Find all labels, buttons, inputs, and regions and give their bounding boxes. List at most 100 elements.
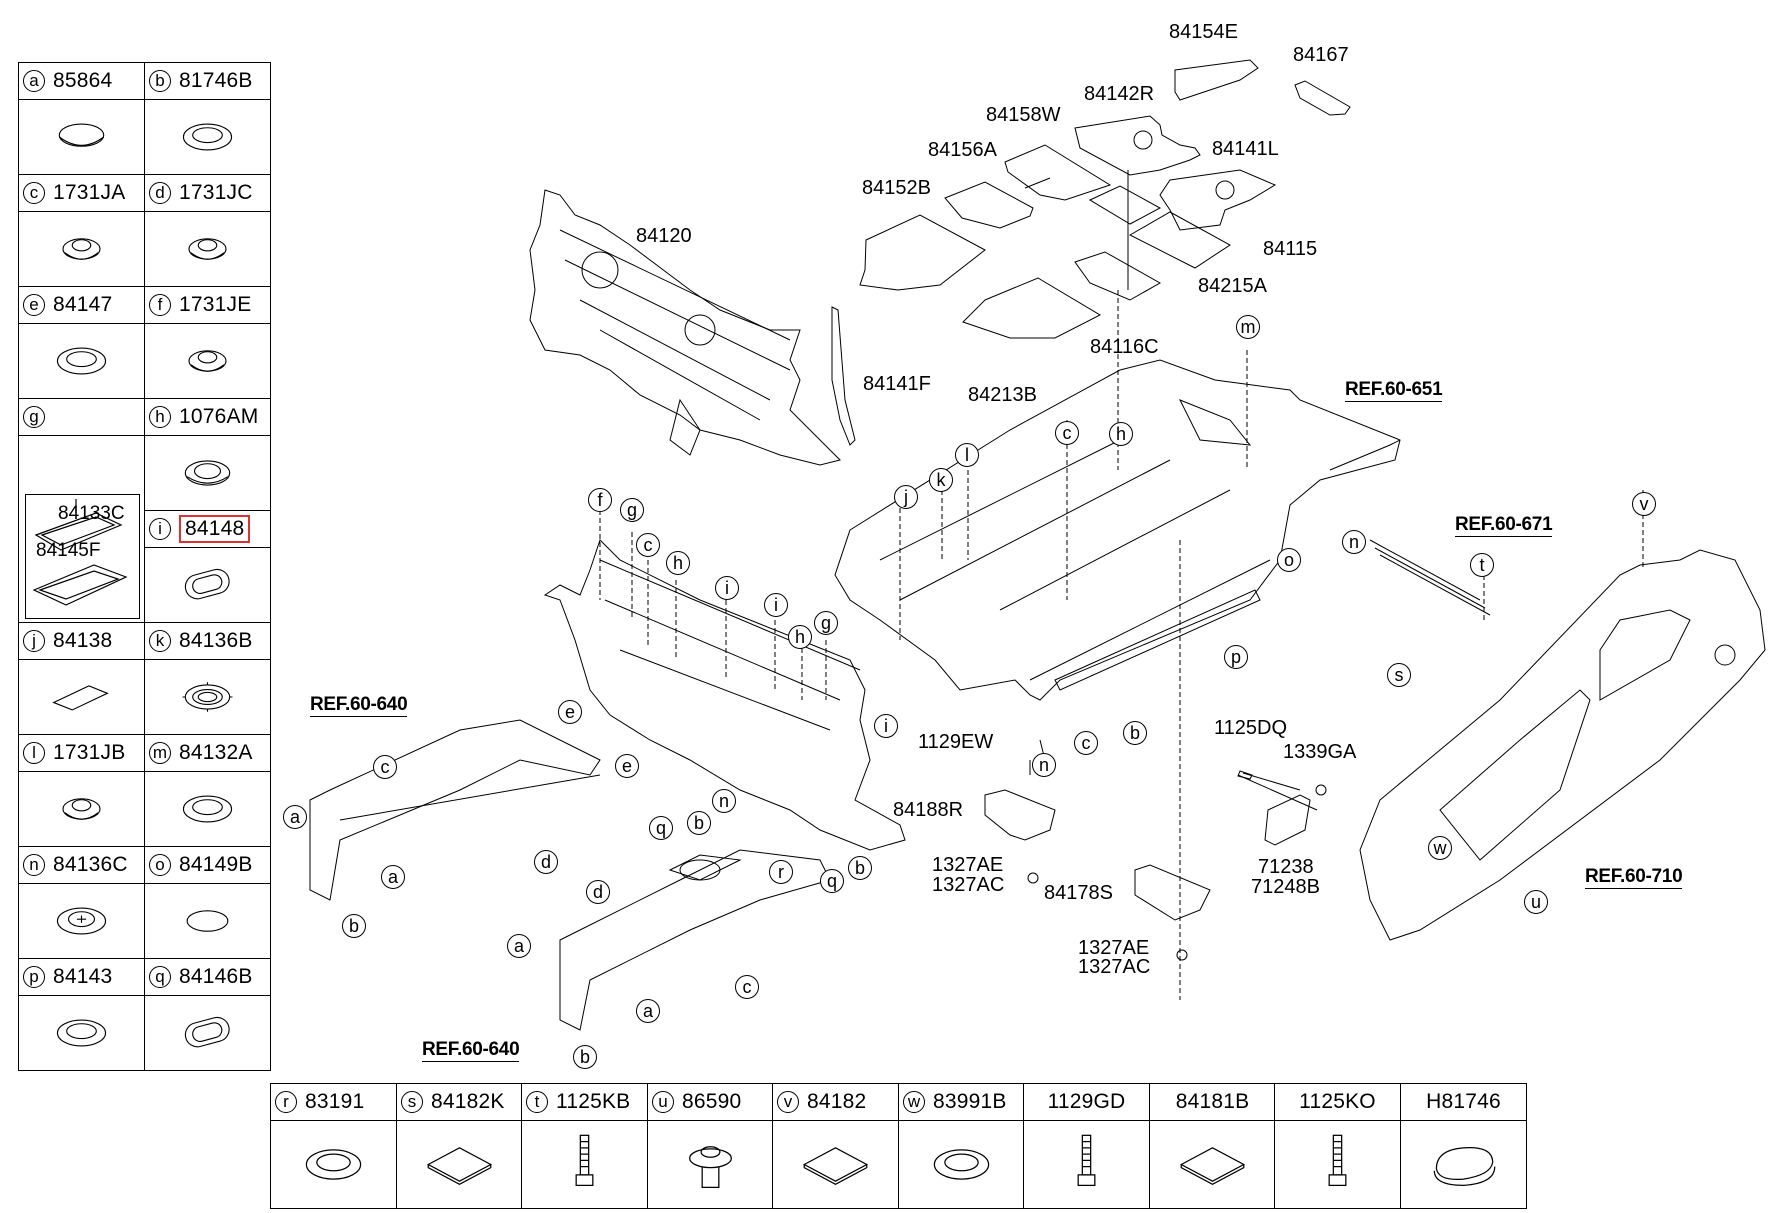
part-number[interactable]: 84182 [807, 1090, 867, 1113]
callout-h[interactable]: h [666, 551, 690, 575]
part-number[interactable]: 84182K [431, 1090, 505, 1113]
ref-60-640-lower[interactable]: REF.60-640 [422, 1039, 520, 1062]
callout-n[interactable]: n [712, 789, 736, 813]
callout-g[interactable]: g [620, 498, 644, 522]
part-number[interactable]: 85864 [53, 69, 113, 92]
callout-p[interactable]: p [1224, 645, 1248, 669]
callout-d[interactable]: d [586, 880, 610, 904]
part-label-84141L[interactable]: 84141L [1212, 138, 1279, 160]
part-label-84116C[interactable]: 84116C [1090, 336, 1159, 358]
part-number[interactable]: 84136C [53, 853, 128, 876]
callout-f[interactable]: f [588, 488, 612, 512]
part-label-84158W[interactable]: 84158W [986, 104, 1061, 126]
part-number[interactable]: 1125KO [1299, 1090, 1376, 1113]
callout-a[interactable]: a [636, 999, 660, 1023]
part-number[interactable]: 84147 [53, 293, 113, 316]
part-number[interactable]: 84149B [179, 853, 253, 876]
part-number[interactable]: 1125KB [556, 1090, 631, 1113]
callout-c[interactable]: c [373, 755, 397, 779]
callout-d[interactable]: d [534, 850, 558, 874]
callout-a[interactable]: a [507, 934, 531, 958]
ref-60-640-upper[interactable]: REF.60-640 [310, 694, 408, 717]
callout-q[interactable]: q [820, 869, 844, 893]
callout-l[interactable]: l [955, 443, 979, 467]
callout-a[interactable]: a [381, 865, 405, 889]
callout-i[interactable]: i [874, 714, 898, 738]
callout-g[interactable]: g [814, 611, 838, 635]
callout-b[interactable]: b [848, 856, 872, 880]
part-number[interactable]: 84181B [1175, 1090, 1250, 1113]
callout-u[interactable]: u [1524, 890, 1548, 914]
part-label-84141F[interactable]: 84141F [863, 373, 931, 395]
part-number[interactable]: 84136B [179, 629, 253, 652]
callout-r[interactable]: r [769, 860, 793, 884]
callout-n[interactable]: n [1342, 530, 1366, 554]
callout-j[interactable]: j [894, 485, 918, 509]
part-number[interactable]: 84146B [179, 965, 253, 988]
part-label-1327AE-a[interactable]: 1327AE [932, 854, 1004, 876]
legend-cell-g[interactable]: g [18, 398, 145, 623]
callout-i[interactable]: i [764, 593, 788, 617]
legend-cell-1125ko[interactable]: 1125KO [1274, 1083, 1401, 1209]
part-label-84120[interactable]: 84120 [636, 225, 692, 247]
callout-b[interactable]: b [573, 1045, 597, 1069]
callout-b[interactable]: b [687, 811, 711, 835]
callout-m[interactable]: m [1236, 315, 1260, 339]
part-label-84115[interactable]: 84115 [1263, 238, 1318, 260]
part-label-84145F[interactable]: 84145F [36, 540, 101, 561]
part-number[interactable]: 1731JA [53, 181, 126, 204]
callout-v[interactable]: v [1632, 492, 1656, 516]
part-label-1125DQ[interactable]: 1125DQ [1214, 717, 1288, 739]
part-number[interactable]: 81746B [179, 69, 253, 92]
part-number[interactable]: 84148 [179, 515, 251, 543]
part-number[interactable]: 1731JC [179, 181, 253, 204]
callout-c[interactable]: c [636, 533, 660, 557]
callout-a[interactable]: a [283, 805, 307, 829]
ref-60-651[interactable]: REF.60-651 [1345, 379, 1443, 402]
callout-c[interactable]: c [1074, 731, 1098, 755]
part-label-71238[interactable]: 71238 [1258, 856, 1314, 878]
part-number[interactable]: 1129GD [1047, 1090, 1126, 1113]
part-label-84156A[interactable]: 84156A [928, 139, 997, 161]
legend-cell-84181b[interactable]: 84181B [1149, 1083, 1276, 1209]
part-label-84142R[interactable]: 84142R [1084, 83, 1155, 105]
part-label-84213B[interactable]: 84213B [968, 384, 1037, 406]
part-label-84188R[interactable]: 84188R [893, 799, 964, 821]
callout-h[interactable]: h [788, 625, 812, 649]
callout-e[interactable]: e [558, 700, 582, 724]
callout-e[interactable]: e [615, 754, 639, 778]
callout-s[interactable]: s [1387, 663, 1411, 687]
part-label-84154E[interactable]: 84154E [1169, 21, 1238, 43]
part-label-1327AC-b[interactable]: 1327AC [1078, 956, 1151, 978]
part-label-71248B[interactable]: 71248B [1251, 876, 1320, 898]
part-label-84133C[interactable]: 84133C [58, 503, 125, 524]
callout-b[interactable]: b [1123, 721, 1147, 745]
callout-n[interactable]: n [1032, 753, 1056, 777]
part-label-84178S[interactable]: 84178S [1044, 882, 1113, 904]
part-number[interactable]: 1076AM [179, 405, 259, 428]
part-label-84215A[interactable]: 84215A [1198, 275, 1267, 297]
legend-cell-h81746[interactable]: H81746 [1400, 1083, 1527, 1209]
part-number[interactable]: 83991B [933, 1090, 1007, 1113]
part-number[interactable]: 1731JB [53, 741, 126, 764]
callout-w[interactable]: w [1428, 836, 1452, 860]
callout-h[interactable]: h [1109, 422, 1133, 446]
part-number[interactable]: 84143 [53, 965, 113, 988]
callout-t[interactable]: t [1470, 553, 1494, 577]
